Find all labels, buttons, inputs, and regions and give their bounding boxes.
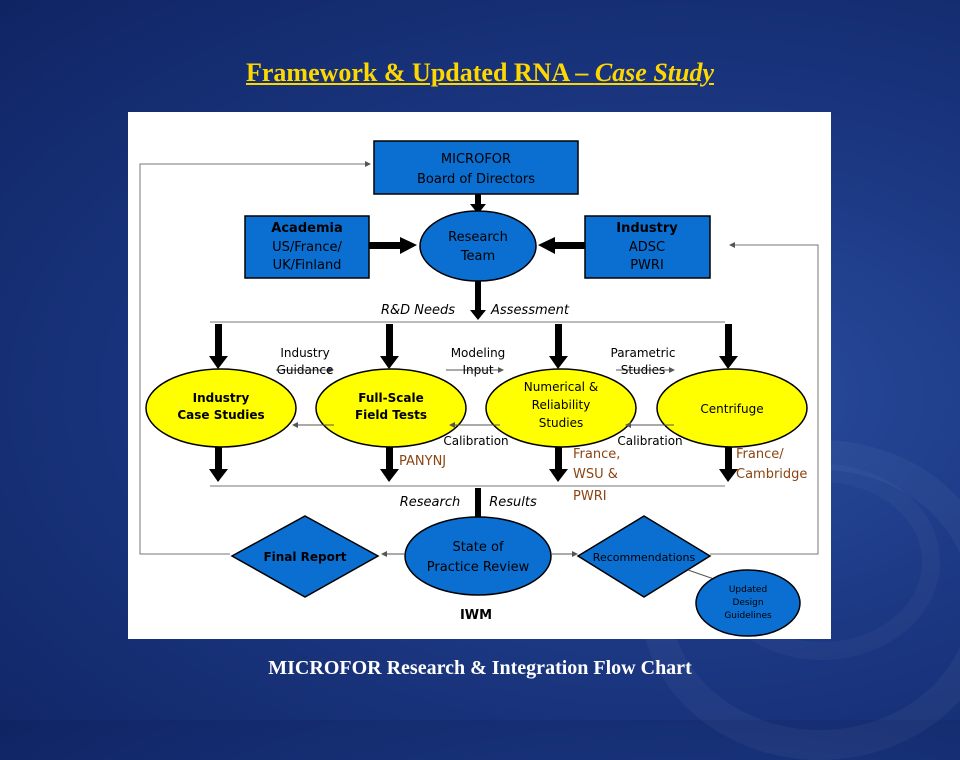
france-wsu-line-2: WSU & xyxy=(573,467,618,482)
academia-title: Academia xyxy=(271,221,342,236)
state-of-practice-line-2: Practice Review xyxy=(427,560,530,575)
numerical-studies-ellipse: Numerical & Reliability Studies xyxy=(485,368,637,448)
modeling-input-line-1: Modeling xyxy=(451,346,506,360)
updated-guidelines-line-3: Guidelines xyxy=(724,611,772,621)
assessment-label: Assessment xyxy=(490,303,570,318)
research-team-line-2: Team xyxy=(460,249,495,264)
parametric-studies-line-1: Parametric xyxy=(611,346,676,360)
france-cambridge-line-1: France/ xyxy=(736,447,784,462)
numerical-line-1: Numerical & xyxy=(524,380,598,394)
industry-line-2: ADSC xyxy=(629,240,665,255)
centrifuge-label: Centrifuge xyxy=(700,402,763,416)
parametric-studies-line-2: Studies xyxy=(621,363,666,377)
board-line-1: MICROFOR xyxy=(441,152,511,167)
recommendations-diamond: Recommendations xyxy=(576,515,712,598)
flowchart-svg: MICROFOR Board of Directors Academia US/… xyxy=(139,140,819,637)
industry-guidance-line-2: Guidance xyxy=(277,363,334,377)
down-arrows-to-studies xyxy=(209,324,738,369)
board-of-directors-box: MICROFOR Board of Directors xyxy=(373,140,579,195)
france-wsu-line-1: France, xyxy=(573,447,620,462)
board-to-team-arrow xyxy=(470,194,486,214)
industry-box: Industry ADSC PWRI xyxy=(584,215,711,279)
updated-guidelines-line-1: Updated xyxy=(729,585,767,595)
research-team-line-1: Research xyxy=(448,230,508,245)
slide-caption: MICROFOR Research & Integration Flow Cha… xyxy=(268,657,692,679)
updated-guidelines-ellipse: Updated Design Guidelines xyxy=(695,569,801,637)
results-label: Results xyxy=(489,495,537,510)
academia-box: Academia US/France/ UK/Finland xyxy=(244,215,370,279)
research-team-ellipse: Research Team xyxy=(419,210,537,282)
centrifuge-ellipse: Centrifuge xyxy=(656,368,808,448)
industry-to-team-arrow xyxy=(538,237,585,254)
academia-to-team-arrow xyxy=(369,237,417,254)
flowchart-panel: MICROFOR Board of Directors Academia US/… xyxy=(128,112,831,639)
industry-guidance-line-1: Industry xyxy=(280,346,329,360)
board-line-2: Board of Directors xyxy=(417,172,535,187)
recommendations-label: Recommendations xyxy=(593,551,696,564)
numerical-line-2: Reliability xyxy=(532,398,591,412)
team-to-distribution-arrow xyxy=(470,281,486,320)
final-report-label: Final Report xyxy=(263,550,346,564)
france-cambridge-line-2: Cambridge xyxy=(736,467,807,482)
down-arrows-from-studies xyxy=(209,447,738,482)
france-wsu-line-3: PWRI xyxy=(573,489,607,504)
slide-title: Framework & Updated RNA – Case Study xyxy=(0,58,960,88)
inter-study-arrows xyxy=(276,367,675,428)
industry-case-studies-ellipse: Industry Case Studies xyxy=(145,368,297,448)
numerical-line-3: Studies xyxy=(539,416,584,430)
field-tests-line-2: Field Tests xyxy=(355,408,427,422)
industry-case-line-2: Case Studies xyxy=(177,408,264,422)
field-tests-ellipse: Full-Scale Field Tests xyxy=(315,368,467,448)
academia-line-2: US/France/ xyxy=(272,240,342,255)
panynj-label: PANYNJ xyxy=(399,454,446,469)
state-of-practice-line-1: State of xyxy=(452,540,503,555)
industry-line-3: PWRI xyxy=(630,258,664,273)
state-of-practice-ellipse: State of Practice Review xyxy=(404,516,552,596)
academia-line-3: UK/Finland xyxy=(273,258,342,273)
field-tests-line-1: Full-Scale xyxy=(358,391,423,405)
calibration-label-2: Calibration xyxy=(617,434,682,448)
industry-case-line-1: Industry xyxy=(193,391,250,405)
rd-needs-label: R&D Needs xyxy=(381,303,455,318)
slide-title-main: Framework & Updated RNA – xyxy=(246,58,595,87)
updated-guidelines-line-2: Design xyxy=(732,598,763,608)
modeling-input-line-2: Input xyxy=(462,363,493,377)
research-label: Research xyxy=(400,495,461,510)
industry-title: Industry xyxy=(616,221,678,236)
iwm-label: IWM xyxy=(460,608,492,623)
feedback-loop xyxy=(139,161,819,555)
final-report-diamond: Final Report xyxy=(230,515,380,598)
calibration-label-1: Calibration xyxy=(443,434,508,448)
slide-title-emphasis: Case Study xyxy=(594,58,714,87)
